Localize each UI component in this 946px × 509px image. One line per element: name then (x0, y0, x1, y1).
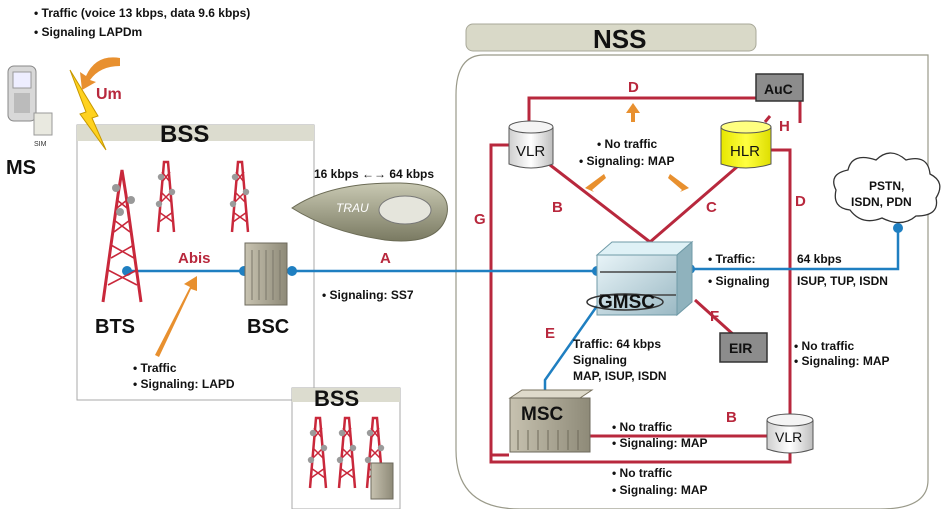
bsc-label: BSC (247, 316, 289, 338)
bts-tower-icon (101, 169, 143, 303)
ms-label: MS (6, 157, 36, 179)
eir-box (719, 332, 768, 363)
trau-rate-label: 16 kbps ←→ 64 kbps (314, 167, 434, 181)
link-c-hlr-gmsc (649, 158, 746, 244)
bsc-right-port (287, 266, 297, 276)
top-bullet-signaling: • Signaling: MAP (579, 154, 675, 168)
auc-label: AuC (764, 81, 793, 97)
link-h-auc-hlr (763, 115, 772, 123)
c-interface-label: C (706, 199, 717, 216)
um-label: Um (96, 86, 122, 103)
gmsc-msc-signaling: Signaling (573, 353, 627, 367)
um-orange-arrow-icon (80, 57, 120, 90)
link-b-vlr-gmsc (540, 156, 651, 244)
b-interface-label: B (552, 199, 563, 216)
bottom-bullet-signaling: • Signaling: MAP (612, 483, 708, 497)
d-interface-top-label: D (628, 79, 639, 96)
link-g-left (489, 143, 792, 464)
pstn-cloud-line2: ISDN, PDN (851, 195, 912, 209)
bss-title: BSS (160, 121, 209, 148)
gmsc-msc-protocols: MAP, ISUP, ISDN (573, 369, 667, 383)
ext-rate: 64 kbps (797, 252, 842, 266)
eir-label: EIR (729, 340, 752, 356)
map-left-arrow-icon (585, 174, 606, 192)
ms-bullet-signaling: • Signaling LAPDm (34, 25, 142, 39)
nss-title-bar (465, 23, 757, 52)
msc-switch-icon (508, 389, 594, 453)
bottom-bullet-no-traffic: • No traffic (612, 466, 673, 480)
trau-icon: TRAU (291, 182, 448, 242)
trau-label: TRAU (336, 201, 369, 215)
link-f-gmsc-eir (693, 298, 737, 338)
pstn-port (893, 223, 903, 233)
um-lightning-icon (69, 69, 107, 151)
mobile-phone-icon (7, 65, 37, 122)
abis-label: Abis (178, 250, 211, 267)
auc-box (755, 73, 804, 102)
link-d-right (771, 148, 792, 415)
gmsc-label: GMSC (598, 292, 655, 313)
a-interface-label: A (380, 250, 391, 267)
bsc-cabinet-icon (244, 242, 288, 306)
hlr-database-icon (720, 120, 772, 169)
right-bullet-signaling: • Signaling: MAP (794, 354, 890, 368)
vlr-label: VLR (516, 143, 545, 160)
map-right-arrow-icon (668, 174, 689, 192)
bss-title-bar (77, 125, 314, 141)
nss-red-links (489, 96, 802, 464)
hlr-label: HLR (730, 143, 760, 160)
bss2-title: BSS (314, 386, 359, 411)
b2-interface-label: B (726, 409, 737, 426)
nss-title: NSS (593, 24, 646, 54)
bts-label: BTS (95, 316, 135, 338)
top-bullet-no-traffic: • No traffic (597, 137, 658, 151)
g-interface-label: G (474, 211, 486, 228)
gmsc-switch-icon (586, 240, 694, 317)
msc-label: MSC (521, 404, 564, 425)
pstn-cloud-line1: PSTN, (869, 179, 904, 193)
ss7-signaling-text: • Signaling: SS7 (322, 288, 414, 302)
h-interface-label: H (779, 118, 790, 135)
msc-vlr-signaling: • Signaling: MAP (612, 436, 708, 450)
sim-label: SIM (34, 141, 47, 148)
e-interface-label: E (545, 325, 555, 342)
gmsc-msc-traffic: Traffic: 64 kbps (573, 337, 661, 351)
link-d-top (527, 96, 802, 136)
ext-bullet-signaling: • Signaling (708, 274, 770, 288)
d-interface-right-label: D (795, 193, 806, 210)
link-external (690, 228, 900, 271)
vlr2-label: VLR (775, 429, 802, 445)
bss2-title-bar (292, 388, 400, 402)
ms-bullet-traffic: • Traffic (voice 13 kbps, data 9.6 kbps) (34, 6, 250, 20)
f-interface-label: F (710, 308, 719, 325)
vlr-database-icon (508, 120, 554, 169)
map-up-arrow-icon (626, 103, 640, 122)
ext-bullet-traffic: • Traffic: (708, 252, 756, 266)
ext-protocols: ISUP, TUP, ISDN (797, 274, 888, 288)
pstn-cloud-icon (833, 152, 941, 224)
msc-vlr-no-traffic: • No traffic (612, 420, 673, 434)
abis-bullet-traffic: • Traffic (133, 361, 177, 375)
right-bullet-no-traffic: • No traffic (794, 339, 855, 353)
vlr2-database-icon (766, 413, 814, 454)
abis-orange-arrow-icon (155, 276, 197, 357)
bss2-bsc-icon (370, 462, 394, 500)
sim-card-icon: SIM (33, 112, 53, 148)
abis-bullet-signaling: • Signaling: LAPD (133, 377, 235, 391)
